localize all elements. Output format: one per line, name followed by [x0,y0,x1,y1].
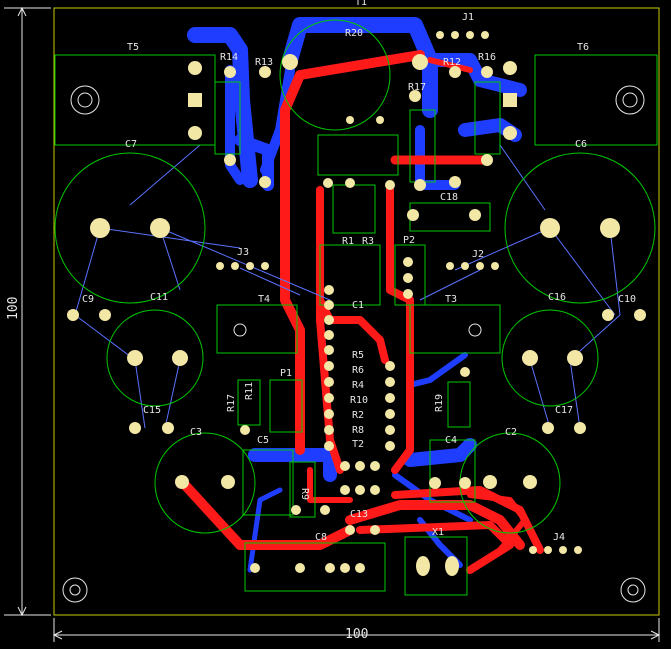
label-c2: C2 [505,427,517,438]
label-r19: R19 [434,394,445,412]
label-c13: C13 [350,509,368,520]
label-c18: C18 [440,192,458,203]
board-outline [53,7,660,616]
label-r16: R16 [478,52,496,63]
label-r20: R20 [345,28,363,39]
label-c4: C4 [445,435,457,446]
label-r12: R12 [443,57,461,68]
label-t3: T3 [445,294,457,305]
label-r17: R17 [408,82,426,93]
label-r4: R4 [352,380,364,391]
label-r8: R8 [352,425,364,436]
label-c10: C10 [618,294,636,305]
label-p1: P1 [280,368,292,379]
label-r5: R5 [352,350,364,361]
label-r6: R6 [352,365,364,376]
dimension-width-label: 100 [345,627,368,642]
label-c17: C17 [555,405,573,416]
label-c11: C11 [150,292,168,303]
label-r17b: R17 [226,394,237,412]
label-r14: R14 [220,52,238,63]
label-r9: R9 [299,488,310,500]
label-r10: R10 [350,395,368,406]
label-r1: R1 [342,236,354,247]
label-r2: R2 [352,410,364,421]
dimension-left [4,6,51,617]
label-c8: C8 [315,532,327,543]
label-t5: T5 [127,42,139,53]
label-t2: T2 [352,439,364,450]
label-c6: C6 [575,139,587,150]
pads-layer [67,31,646,576]
label-c15: C15 [143,405,161,416]
label-t6: T6 [577,42,589,53]
label-t4: T4 [258,294,270,305]
label-r3: R3 [362,236,374,247]
label-c7: C7 [125,139,137,150]
dimension-bottom [52,618,661,642]
label-c1: C1 [352,300,364,311]
ratsnest [74,144,621,429]
label-r11: R11 [244,382,255,400]
label-j4: J4 [553,532,565,543]
dimension-height-label: 100 [6,297,21,320]
label-p2: P2 [403,235,415,246]
label-c9: C9 [82,294,94,305]
mounting-holes [62,85,646,603]
label-r13: R13 [255,57,273,68]
label-j3: J3 [237,247,249,258]
label-c3: C3 [190,427,202,438]
label-t1: T1 [355,0,367,8]
label-j2: J2 [472,249,484,260]
component-labels: T5 T6 J1 T1 R20 R14 R13 R12 R16 R17 C7 C… [82,0,636,543]
label-c5: C5 [257,435,269,446]
label-c16: C16 [548,292,566,303]
label-x1: X1 [432,527,444,538]
label-j1: J1 [462,12,474,23]
